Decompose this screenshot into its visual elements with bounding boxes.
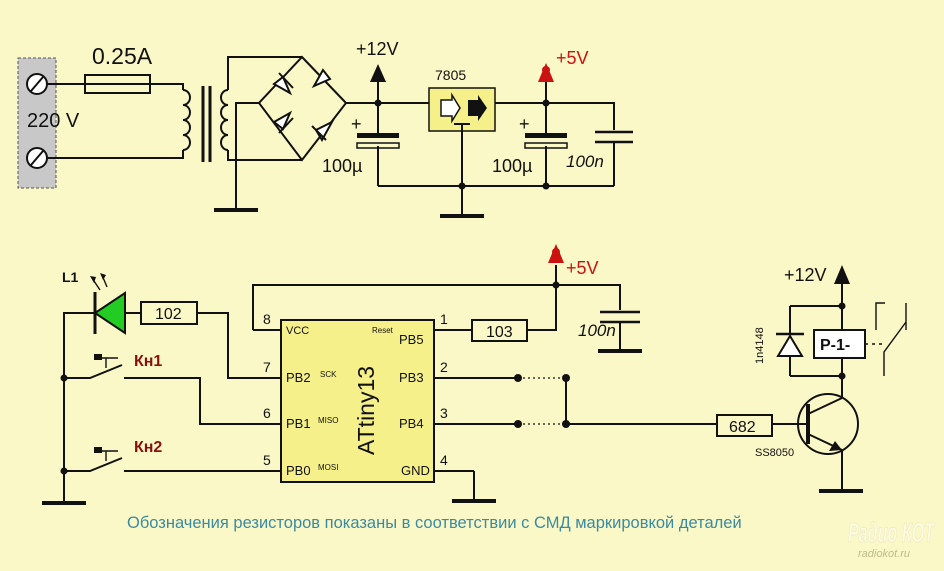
- svg-text:PB1: PB1: [286, 416, 311, 431]
- svg-text:PB5: PB5: [399, 332, 424, 347]
- button-kn1-label: Кн1: [134, 353, 162, 370]
- led-resistor: [140, 301, 198, 325]
- transistor-q1: [796, 376, 859, 490]
- flyback-diode: [776, 320, 804, 357]
- reset-resistor: [471, 319, 528, 342]
- transformer-primary-coil: [182, 89, 191, 151]
- led-resistor-label: 102: [155, 306, 182, 323]
- mains-terminal-1: [26, 73, 48, 95]
- svg-text:Reset: Reset: [372, 326, 394, 335]
- svg-text:PB2: PB2: [286, 370, 311, 385]
- button-kn2-label: Кн2: [134, 439, 162, 456]
- rail-12v-arrow-mcu: [834, 265, 850, 284]
- ic-attiny13: [280, 319, 435, 483]
- transistor-label: SS8050: [755, 447, 794, 459]
- rail-12v-wire: [346, 102, 615, 130]
- capacitor-c3: [595, 130, 633, 186]
- svg-text:VCC: VCC: [286, 325, 309, 337]
- pin-3-pb4: 3 PB4: [399, 405, 470, 431]
- svg-text:PB0: PB0: [286, 463, 311, 478]
- decoupling-capacitor: [600, 310, 640, 350]
- svg-text:1: 1: [440, 311, 448, 327]
- svg-text:GND: GND: [401, 463, 430, 478]
- led-l1: [90, 273, 126, 335]
- svg-text:8: 8: [263, 311, 271, 327]
- relay-label: P-1-: [820, 337, 850, 354]
- rail-12v-label-ps: +12V: [356, 39, 399, 59]
- base-resistor-label: 682: [729, 419, 756, 436]
- capacitor-c2: +: [519, 103, 568, 186]
- mains-voltage-label: 220 V: [27, 110, 80, 132]
- pin-8-vcc: 8 VCC: [253, 311, 309, 337]
- capacitor-c1-label: 100µ: [322, 156, 362, 176]
- capacitor-c1: +: [351, 103, 400, 186]
- svg-text:2: 2: [440, 359, 448, 375]
- capacitor-c2-label: 100µ: [492, 156, 532, 176]
- reset-resistor-label: 103: [486, 324, 513, 341]
- mains-terminal-2: [26, 147, 48, 169]
- svg-text:+: +: [351, 114, 362, 134]
- watermark-site: radiokot.ru: [858, 548, 910, 560]
- rail-5v-label-ps: +5V: [556, 48, 589, 68]
- primary-wire-top: [47, 83, 184, 90]
- svg-text:4: 4: [440, 452, 448, 468]
- relay-contacts: [875, 302, 907, 376]
- led-wire: [63, 312, 253, 502]
- bridge-rectifier: [257, 55, 348, 162]
- decoupling-cap-label: 100n: [578, 321, 616, 340]
- led-label: L1: [62, 269, 79, 285]
- relay-coil: [813, 329, 866, 359]
- rail-12v-arrow: [370, 64, 386, 82]
- fuse-label: 0.25A: [92, 43, 153, 69]
- diode-label: 1n4148: [754, 327, 766, 364]
- base-resistor: [716, 414, 773, 437]
- watermark-logo: Радио КОТ: [848, 517, 936, 548]
- svg-text:+: +: [519, 114, 530, 134]
- pin-7-pb2: 7 PB2 SCK: [253, 359, 337, 385]
- svg-text:MISO: MISO: [318, 416, 338, 425]
- caption: Обозначения резисторов показаны в соотве…: [127, 514, 742, 532]
- pin-1-pb5: 1 PB5 Reset: [372, 311, 470, 347]
- transformer-secondary-coil: [220, 89, 229, 151]
- rail-5v-label-mcu: +5V: [566, 258, 599, 278]
- ic-name: ATtiny13: [353, 366, 379, 455]
- capacitor-c3-label: 100n: [566, 152, 604, 171]
- pin-6-pb1: 6 PB1 MISO: [253, 405, 338, 431]
- svg-text:PB3: PB3: [399, 370, 424, 385]
- voltage-regulator: [428, 87, 496, 139]
- pin-4-gnd: 4 GND: [401, 452, 474, 478]
- svg-text:6: 6: [263, 405, 271, 421]
- svg-text:3: 3: [440, 405, 448, 421]
- svg-text:SCK: SCK: [320, 370, 337, 379]
- button-kn1: [64, 354, 253, 425]
- svg-text:MOSI: MOSI: [318, 463, 338, 472]
- button-kn2: [64, 447, 253, 472]
- svg-text:7: 7: [263, 359, 271, 375]
- vcc-rail-wire: [252, 284, 621, 330]
- rail-12v-label-mcu: +12V: [784, 265, 827, 285]
- svg-text:5: 5: [263, 452, 271, 468]
- regulator-label: 7805: [435, 67, 466, 83]
- rectifier-ground-wire: [235, 102, 259, 210]
- pin-2-pb3: 2 PB3: [399, 359, 470, 385]
- pin-5-pb0: 5 PB0 MOSI: [253, 452, 338, 478]
- primary-wire-bottom: [47, 150, 184, 159]
- ps-ground-rail: [378, 139, 614, 215]
- svg-text:PB4: PB4: [399, 416, 424, 431]
